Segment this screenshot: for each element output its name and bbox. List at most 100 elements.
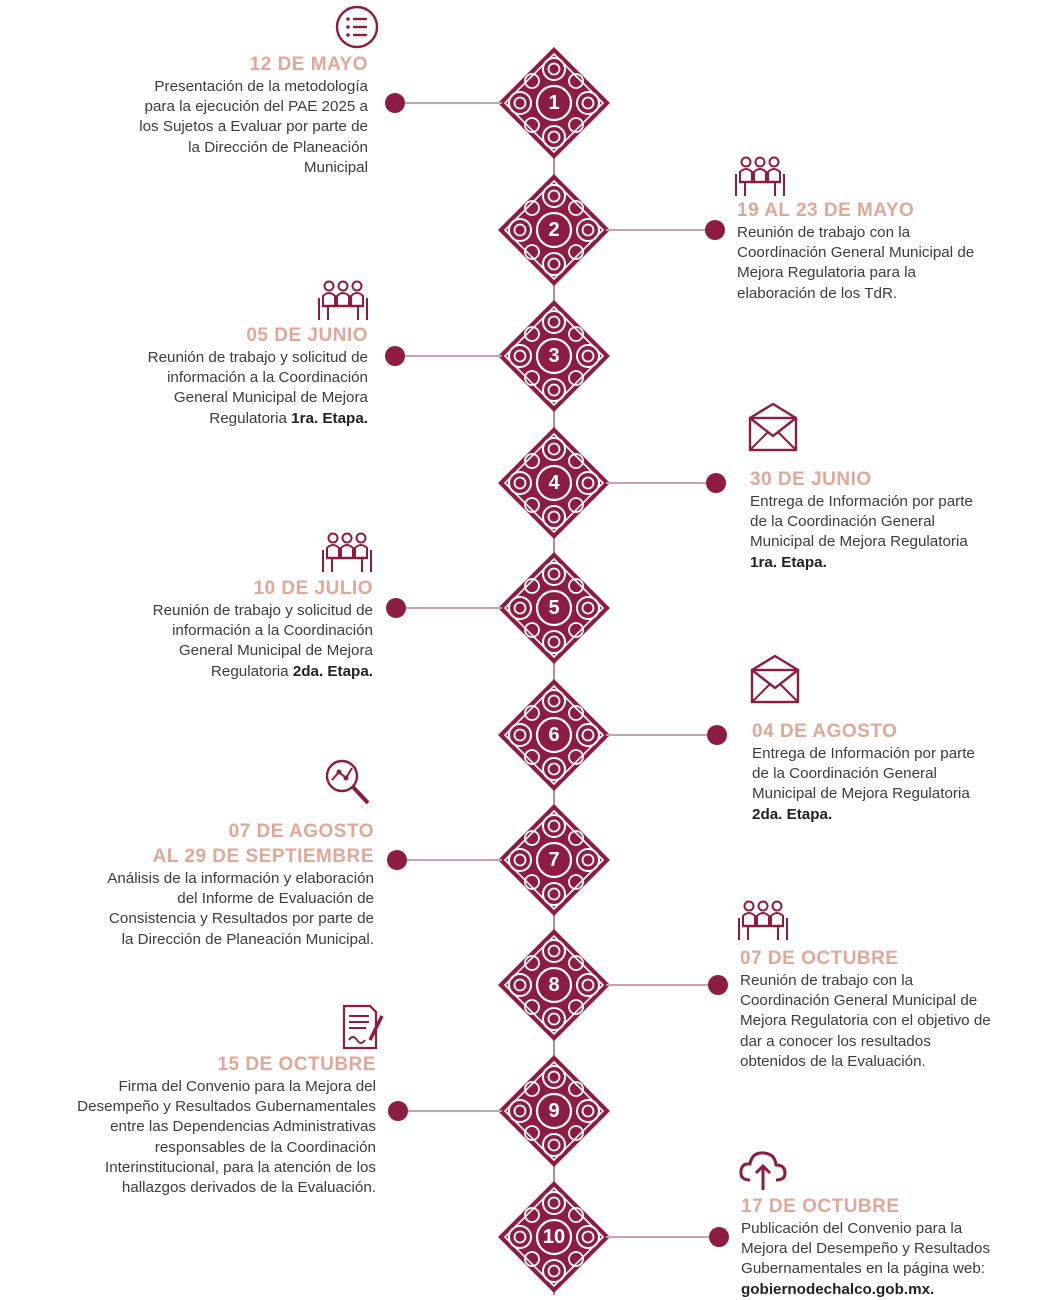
description-bold: gobiernodechalco.gob.mx. — [741, 1280, 935, 1298]
signed-document-icon — [336, 1002, 390, 1052]
description-line: Consistencia y Resultados por parte de — [108, 910, 374, 928]
milestone-connector — [406, 607, 502, 609]
milestone-description: Reunión de trabajo con la Coordinación Ge… — [740, 971, 1052, 1072]
milestone-date: 30 DE JUNIO — [750, 469, 872, 490]
milestone-date: 17 DE OCTUBRE — [741, 1196, 900, 1217]
cloud-upload-icon — [736, 1144, 790, 1194]
milestone-description: Análisis de la información y elaboración… — [0, 869, 374, 950]
milestone-node-5: 5 — [496, 550, 612, 666]
description-line: Mejora del Desempeño y Resultados — [741, 1240, 991, 1258]
milestone-dot — [709, 1227, 729, 1247]
milestone-description: Reunión de trabajo y solicitud de informa… — [0, 601, 373, 682]
milestone-connector — [407, 859, 502, 861]
description-line: Coordinación General Municipal de — [740, 992, 978, 1010]
description-line: Publicación del Convenio para la — [741, 1220, 963, 1237]
description-line: hallazgos derivados de la Evaluación. — [121, 1179, 376, 1197]
milestone-number: 10 — [542, 1226, 566, 1248]
milestone-dot — [387, 850, 407, 870]
milestone-description: Reunión de trabajo con la Coordinación Ge… — [737, 223, 1052, 304]
milestone-node-7: 7 — [496, 802, 612, 918]
milestone-date: 19 AL 23 DE MAYO — [737, 200, 915, 221]
description-line: Municipal de Mejora Regulatoria — [750, 533, 968, 551]
description-line: Municipal — [303, 158, 368, 176]
milestone-number: 2 — [548, 219, 560, 241]
milestone-connector — [606, 229, 715, 231]
milestone-number: 7 — [548, 849, 560, 871]
description-line: Reunión de trabajo y solicitud de — [147, 349, 368, 366]
description-line: información a la Coordinación — [167, 369, 368, 387]
milestone-connector — [606, 734, 717, 736]
description-line: los Sujetos a Evaluar por parte de — [139, 118, 368, 136]
milestone-connector — [405, 355, 502, 357]
meeting-icon — [733, 152, 787, 202]
milestone-date: 07 DE AGOSTO — [228, 821, 374, 842]
description-line: entre las Dependencias Administrativas — [110, 1118, 376, 1136]
milestone-number: 3 — [548, 345, 560, 367]
description-line: Reunión de trabajo con la — [740, 972, 914, 989]
description-line: General Municipal de Mejora — [178, 642, 373, 660]
milestone-date: 05 DE JUNIO — [246, 325, 368, 346]
description-line: de la Coordinación General — [752, 765, 937, 783]
milestone-dot — [706, 473, 726, 493]
milestone-node-8: 8 — [496, 927, 612, 1043]
milestone-node-1: 1 — [496, 45, 612, 161]
milestone-number: 9 — [548, 1100, 560, 1122]
milestone-number: 1 — [548, 92, 560, 114]
milestone-date: 12 DE MAYO — [249, 54, 368, 75]
ornament-diamond — [498, 300, 610, 412]
description-line: Mejora Regulatoria con el objetivo de — [740, 1012, 991, 1030]
milestone-number: 5 — [548, 597, 560, 619]
description-line: Gubernamentales en la página web: — [741, 1260, 986, 1278]
description-line: de la Coordinación General — [750, 513, 935, 531]
ornament-diamond — [498, 929, 610, 1041]
description-line: Reunión de trabajo con la — [737, 224, 911, 241]
milestone-number: 4 — [548, 472, 560, 494]
milestone-text: 17 DE OCTUBRE Publicación del Convenio pa… — [741, 1194, 1052, 1300]
milestone-dot — [707, 725, 727, 745]
description-line: responsables de la Coordinación — [154, 1138, 376, 1156]
milestone-dot — [385, 93, 405, 113]
milestone-number: 8 — [548, 974, 560, 996]
ornament-diamond — [498, 427, 610, 539]
description-line: obtenidos de la Evaluación. — [740, 1052, 926, 1070]
milestone-connector — [606, 984, 718, 986]
milestone-description: Entrega de Información por parte de la Co… — [752, 744, 1052, 825]
description-line: Presentación de la metodología — [154, 78, 368, 95]
description-line: información a la Coordinación — [172, 622, 373, 640]
milestone-number: 6 — [548, 724, 560, 746]
ornament-diamond — [498, 679, 610, 791]
description-line: Regulatoria — [209, 409, 292, 427]
ornament-diamond — [498, 47, 610, 159]
milestone-node-9: 9 — [496, 1053, 612, 1169]
ornament-diamond — [498, 1181, 610, 1293]
description-line: Análisis de la información y elaboración — [107, 870, 374, 887]
milestone-dot — [708, 975, 728, 995]
milestone-connector — [405, 102, 502, 104]
description-line: la Dirección de Planeación Municipal. — [121, 930, 374, 948]
description-bold: 2da. Etapa. — [292, 662, 373, 680]
milestone-dot — [385, 346, 405, 366]
description-line: Coordinación General Municipal de — [737, 244, 975, 262]
meeting-icon — [320, 528, 374, 578]
milestone-date-line-2: AL 29 DE SEPTIEMBRE — [152, 846, 374, 867]
description-line: la Dirección de Planeación — [188, 138, 368, 156]
envelope-icon — [746, 402, 800, 452]
description-line: elaboración de los TdR. — [737, 284, 898, 302]
milestone-dot — [386, 598, 406, 618]
magnifier-analysis-icon — [320, 756, 374, 806]
description-line: Reunión de trabajo y solicitud de — [152, 602, 373, 619]
description-line: Entrega de Información por parte — [752, 745, 975, 762]
milestone-connector — [408, 1110, 502, 1112]
ornament-diamond — [498, 1055, 610, 1167]
milestone-connector — [606, 1236, 719, 1238]
